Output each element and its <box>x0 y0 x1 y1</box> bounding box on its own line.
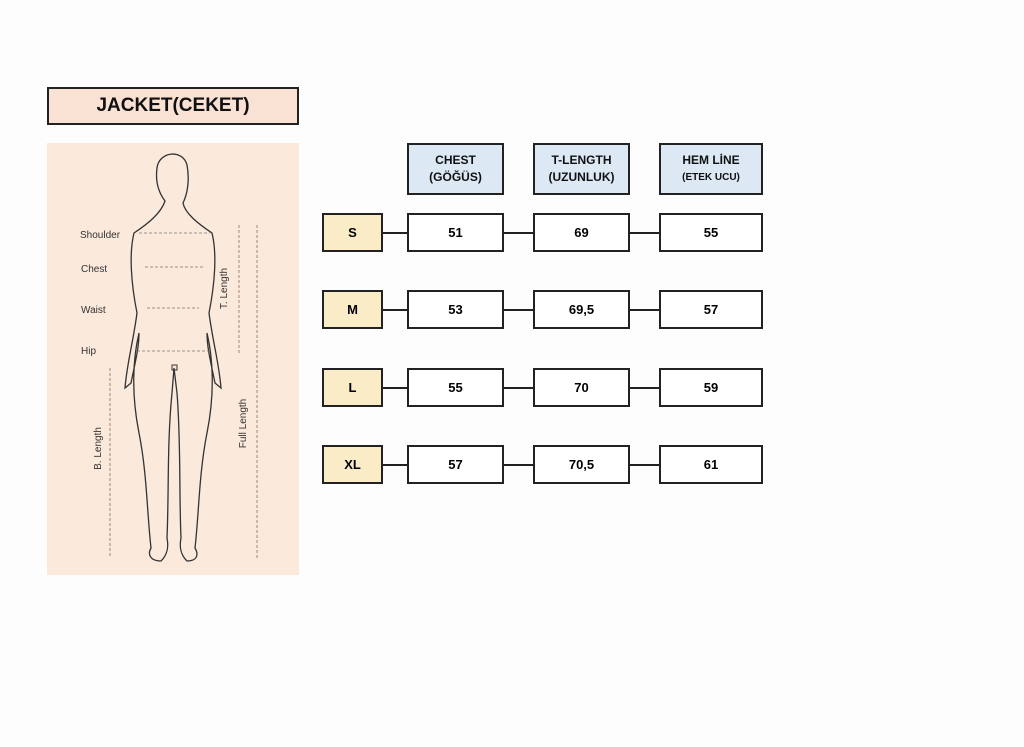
header-line1: T-LENGTH <box>551 153 612 167</box>
measurement-cell: 57 <box>659 290 763 329</box>
measurement-cell: 53 <box>407 290 504 329</box>
measurement-cell: 59 <box>659 368 763 407</box>
measurement-cell: 57 <box>407 445 504 484</box>
label-t-length: T. Length <box>219 267 231 310</box>
connector-line <box>630 232 659 234</box>
label-shoulder: Shoulder <box>80 230 121 241</box>
header-line2: (GÖĞÜS) <box>429 170 482 184</box>
measurement-cell: 69 <box>533 213 630 252</box>
measurement-cell: 69,5 <box>533 290 630 329</box>
connector-line <box>383 387 407 389</box>
measurement-cell: 61 <box>659 445 763 484</box>
measurement-cell: 55 <box>659 213 763 252</box>
measurement-cell: 70,5 <box>533 445 630 484</box>
connector-line <box>383 232 407 234</box>
label-chest: Chest <box>81 264 108 275</box>
label-full-length: Full Length <box>238 398 250 449</box>
measurement-cell: 55 <box>407 368 504 407</box>
body-silhouette-icon <box>109 153 258 562</box>
measurement-cell: 70 <box>533 368 630 407</box>
connector-line <box>383 309 407 311</box>
size-label: L <box>322 368 383 407</box>
size-label: M <box>322 290 383 329</box>
header-line2: (ETEK UCU) <box>682 172 740 183</box>
header-line2: (UZUNLUK) <box>548 170 615 184</box>
header-chest: CHEST (GÖĞÜS) <box>407 143 504 195</box>
connector-line <box>504 387 533 389</box>
connector-line <box>383 464 407 466</box>
label-b-length: B. Length <box>92 427 104 470</box>
connector-line <box>630 387 659 389</box>
header-hem-line: HEM LİNE (ETEK UCU) <box>659 143 763 195</box>
body-measurement-figure: Shoulder Chest Waist Hip T. Length B. Le… <box>47 143 299 575</box>
label-hip: Hip <box>81 346 97 357</box>
size-label: S <box>322 213 383 252</box>
connector-line <box>504 232 533 234</box>
chart-title: JACKET(CEKET) <box>47 87 299 125</box>
header-t-length: T-LENGTH (UZUNLUK) <box>533 143 630 195</box>
size-label: XL <box>322 445 383 484</box>
connector-line <box>630 309 659 311</box>
header-line1: CHEST <box>435 153 476 167</box>
connector-line <box>630 464 659 466</box>
connector-line <box>504 464 533 466</box>
label-waist: Waist <box>81 305 106 316</box>
measurement-cell: 51 <box>407 213 504 252</box>
header-line1: HEM LİNE <box>682 153 740 167</box>
connector-line <box>504 309 533 311</box>
